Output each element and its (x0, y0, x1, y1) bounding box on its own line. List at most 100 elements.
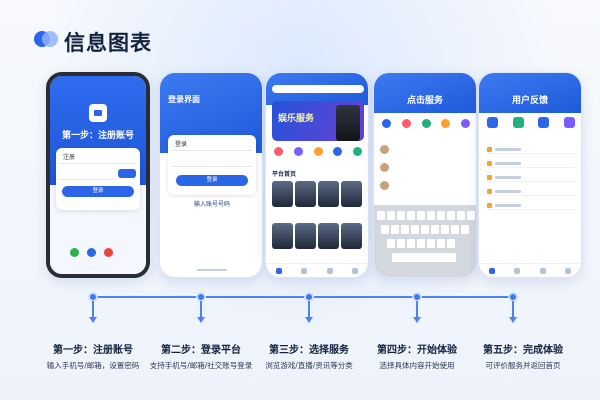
on-screen-keyboard[interactable] (374, 205, 476, 277)
menu-item[interactable] (487, 173, 575, 182)
banner-title: 娱乐服务 (278, 114, 315, 124)
status-bar (160, 73, 262, 85)
step-2-desc: 支持手机号/邮箱/社交账号登录 (149, 361, 253, 370)
service-icon[interactable] (421, 119, 431, 128)
shortcut-icon[interactable] (512, 117, 524, 128)
step-5-title: 第五步：完成体验 (483, 345, 563, 356)
step-4-title: 第四步：开始体验 (377, 345, 457, 356)
shortcut-icon[interactable] (563, 117, 575, 128)
list-item[interactable] (380, 163, 472, 175)
menu-item[interactable] (487, 159, 575, 168)
content-thumb[interactable] (272, 223, 293, 249)
space-bar[interactable] (392, 253, 456, 262)
game-icon[interactable] (274, 147, 283, 156)
content-thumb[interactable] (295, 181, 316, 207)
promo-banner[interactable]: 娱乐服务 (272, 101, 364, 141)
login-card: 登录 登录 (168, 135, 256, 195)
category-icons (274, 147, 362, 156)
experience-heading: 点击服务 (406, 96, 443, 106)
more-icon[interactable] (353, 147, 362, 156)
home-indicator (197, 269, 227, 271)
phone-register-screen: 第一步：注册账号 注册 登录 (46, 72, 150, 278)
weibo-icon[interactable] (104, 248, 113, 257)
profile-tab-icon[interactable] (565, 267, 572, 274)
list-item[interactable] (380, 181, 472, 193)
step-2-column: 登录界面 登录 登录 输入账号号码 (159, 72, 263, 298)
phone-feedback-screen: 用户反馈 (478, 72, 582, 278)
list-item[interactable] (380, 145, 472, 157)
timeline-arrow-icon (413, 301, 421, 323)
keyboard-row (381, 225, 469, 234)
service-icon[interactable] (461, 119, 470, 128)
register-username-field[interactable]: 注册 (60, 152, 136, 164)
feedback-header (479, 73, 581, 113)
content-thumb[interactable] (341, 181, 362, 207)
phone-experience-screen: 点击服务 (373, 72, 477, 278)
discover-tab-icon[interactable] (514, 267, 521, 274)
step-1-title: 第一步：注册账号 (53, 345, 133, 356)
bottom-tab-bar (479, 263, 581, 277)
message-tab-icon[interactable] (326, 267, 333, 274)
register-heading: 第一步：注册账号 (61, 131, 134, 141)
shortcut-icon[interactable] (487, 117, 498, 128)
phone-services-screen: 娱乐服务 平台首页 (265, 72, 369, 278)
menu-item[interactable] (487, 145, 575, 154)
timeline-line (92, 296, 512, 298)
profile-tab-icon[interactable] (352, 267, 359, 274)
section-title: 平台首页 (272, 171, 297, 178)
wechat-icon[interactable] (70, 248, 79, 257)
avatar (380, 181, 389, 190)
step-1-column: 第一步：注册账号 注册 登录 (46, 72, 150, 298)
login-alt-link[interactable]: 输入账号号码 (193, 201, 230, 208)
step-3-title: 第三步：选择服务 (269, 345, 349, 356)
content-thumb[interactable] (272, 181, 293, 207)
menu-item[interactable] (487, 201, 575, 210)
music-icon[interactable] (313, 147, 323, 156)
search-input[interactable] (272, 85, 364, 93)
service-icon[interactable] (382, 119, 391, 128)
register-password-field[interactable] (60, 168, 114, 180)
service-icons (382, 119, 470, 128)
content-thumb[interactable] (295, 223, 316, 249)
avatar (380, 163, 389, 172)
live-icon[interactable] (293, 147, 303, 156)
message-tab-icon[interactable] (539, 267, 546, 274)
timeline-arrow-icon (509, 301, 517, 323)
menu-item[interactable] (487, 187, 575, 196)
step-3-desc: 浏览游戏/直播/资讯等分类 (265, 361, 353, 370)
step-5-desc: 可评价服务并返回首页 (485, 361, 561, 370)
timeline-arrow-icon (89, 301, 97, 323)
login-password-field[interactable] (172, 155, 252, 167)
app-icon (89, 104, 107, 122)
timeline-arrow-icon (305, 301, 313, 323)
logo-icon (34, 31, 58, 47)
home-tab-icon[interactable] (275, 267, 282, 274)
experience-header (374, 73, 476, 113)
banner-person-image (336, 105, 360, 141)
feedback-heading: 用户反馈 (511, 96, 548, 106)
feedback-shortcuts (487, 117, 575, 128)
home-tab-icon[interactable] (488, 267, 495, 274)
login-username-field[interactable]: 登录 (172, 139, 252, 151)
register-card: 注册 登录 (56, 148, 140, 210)
qq-icon[interactable] (87, 248, 96, 257)
content-thumb[interactable] (341, 223, 362, 249)
step-5-column: 用户反馈 (478, 72, 582, 298)
send-code-button[interactable] (118, 169, 136, 178)
service-icon[interactable] (401, 119, 411, 128)
step-3-column: 娱乐服务 平台首页 (265, 72, 369, 298)
news-icon[interactable] (333, 147, 343, 156)
content-thumb[interactable] (318, 181, 339, 207)
login-submit-button[interactable]: 登录 (176, 175, 248, 186)
register-submit-button[interactable]: 登录 (62, 186, 134, 197)
avatar (380, 145, 389, 154)
discover-tab-icon[interactable] (301, 267, 308, 274)
page-title: 信息图表 (64, 31, 152, 55)
bottom-tab-bar (266, 263, 368, 277)
phone-login-screen: 登录界面 登录 登录 输入账号号码 (159, 72, 263, 278)
content-thumb[interactable] (318, 223, 339, 249)
step-2-title: 第二步：登录平台 (161, 345, 241, 356)
service-icon[interactable] (441, 119, 451, 128)
shortcut-icon[interactable] (538, 117, 550, 128)
keyboard-row (377, 211, 475, 220)
